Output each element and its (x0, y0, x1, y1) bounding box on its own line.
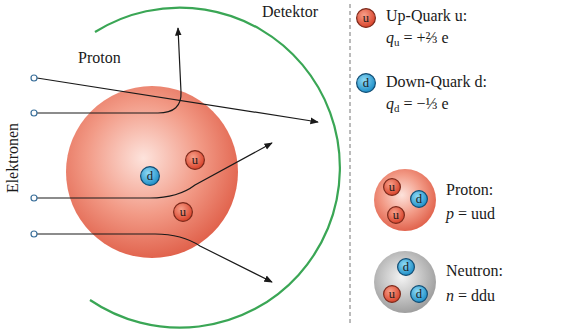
down-quark-circle: d (140, 166, 160, 186)
electrons-label: Elektronen (3, 123, 23, 193)
electron-dot (31, 110, 37, 116)
down-quark-circle: d (397, 258, 415, 276)
up-quark-circle: u (173, 202, 193, 222)
quark-letter: d (356, 73, 376, 93)
up-quark-circle: u (383, 285, 401, 303)
up-quark-circle (384, 179, 401, 196)
quark-formula: n = ddu (446, 286, 495, 306)
up-quark-circle: u (383, 178, 401, 196)
electron-track (37, 143, 272, 198)
electron-track (37, 234, 272, 282)
electron-dot (31, 195, 37, 201)
quark-letter: u (383, 285, 401, 303)
quark-letter: u (356, 8, 376, 28)
quark-letter: u (173, 202, 193, 222)
down-quark-circle: d (410, 190, 428, 208)
quark-formula: p = uud (446, 204, 495, 224)
divider-line (350, 4, 351, 325)
down-quark-circle (411, 286, 428, 303)
charge-formula: qd = −⅓ e (386, 94, 449, 114)
charge-formula: qu = +⅔ e (386, 28, 449, 48)
quark-letter: u (387, 206, 405, 224)
up-quark-circle (388, 207, 405, 224)
quark-letter: u (185, 150, 205, 170)
legend-text: Up-Quark u: (386, 6, 467, 26)
particle-name: Neutron: (446, 261, 503, 281)
up-quark-circle: u (356, 8, 376, 28)
particle-name: Proton: (446, 180, 493, 200)
neutron-circle: Neutron:n = ddudud (374, 251, 436, 313)
quark-letter: d (397, 258, 415, 276)
particle-name: Proton (78, 48, 121, 68)
down-quark-circle: d (356, 73, 376, 93)
quark-letter: d (410, 285, 428, 303)
proton-circle: Proton:p = uuduud (374, 169, 436, 231)
up-quark-circle (186, 151, 205, 170)
neutron-circle (374, 251, 436, 313)
down-quark-circle (398, 259, 415, 276)
up-quark-circle: u (185, 150, 205, 170)
quark-letter: d (140, 166, 160, 186)
up-quark-circle: u (387, 206, 405, 224)
quark-letter: d (410, 190, 428, 208)
electron-dot (31, 231, 37, 237)
electron-dot (31, 75, 37, 81)
up-quark-circle (384, 286, 401, 303)
electron-track (37, 78, 318, 122)
electron-track (37, 28, 181, 113)
up-quark-circle (174, 203, 193, 222)
detector-label: Detektor (262, 2, 318, 22)
legend-text: Down-Quark d: (386, 72, 487, 92)
down-quark-circle: d (410, 285, 428, 303)
down-quark-circle (411, 191, 428, 208)
down-quark-circle (141, 167, 160, 186)
proton-circle (374, 169, 436, 231)
up-quark-circle (357, 9, 376, 28)
proton-circle (66, 86, 238, 258)
quark-letter: u (383, 178, 401, 196)
down-quark-circle (357, 74, 376, 93)
proton-circle: Protonudu (66, 86, 238, 258)
